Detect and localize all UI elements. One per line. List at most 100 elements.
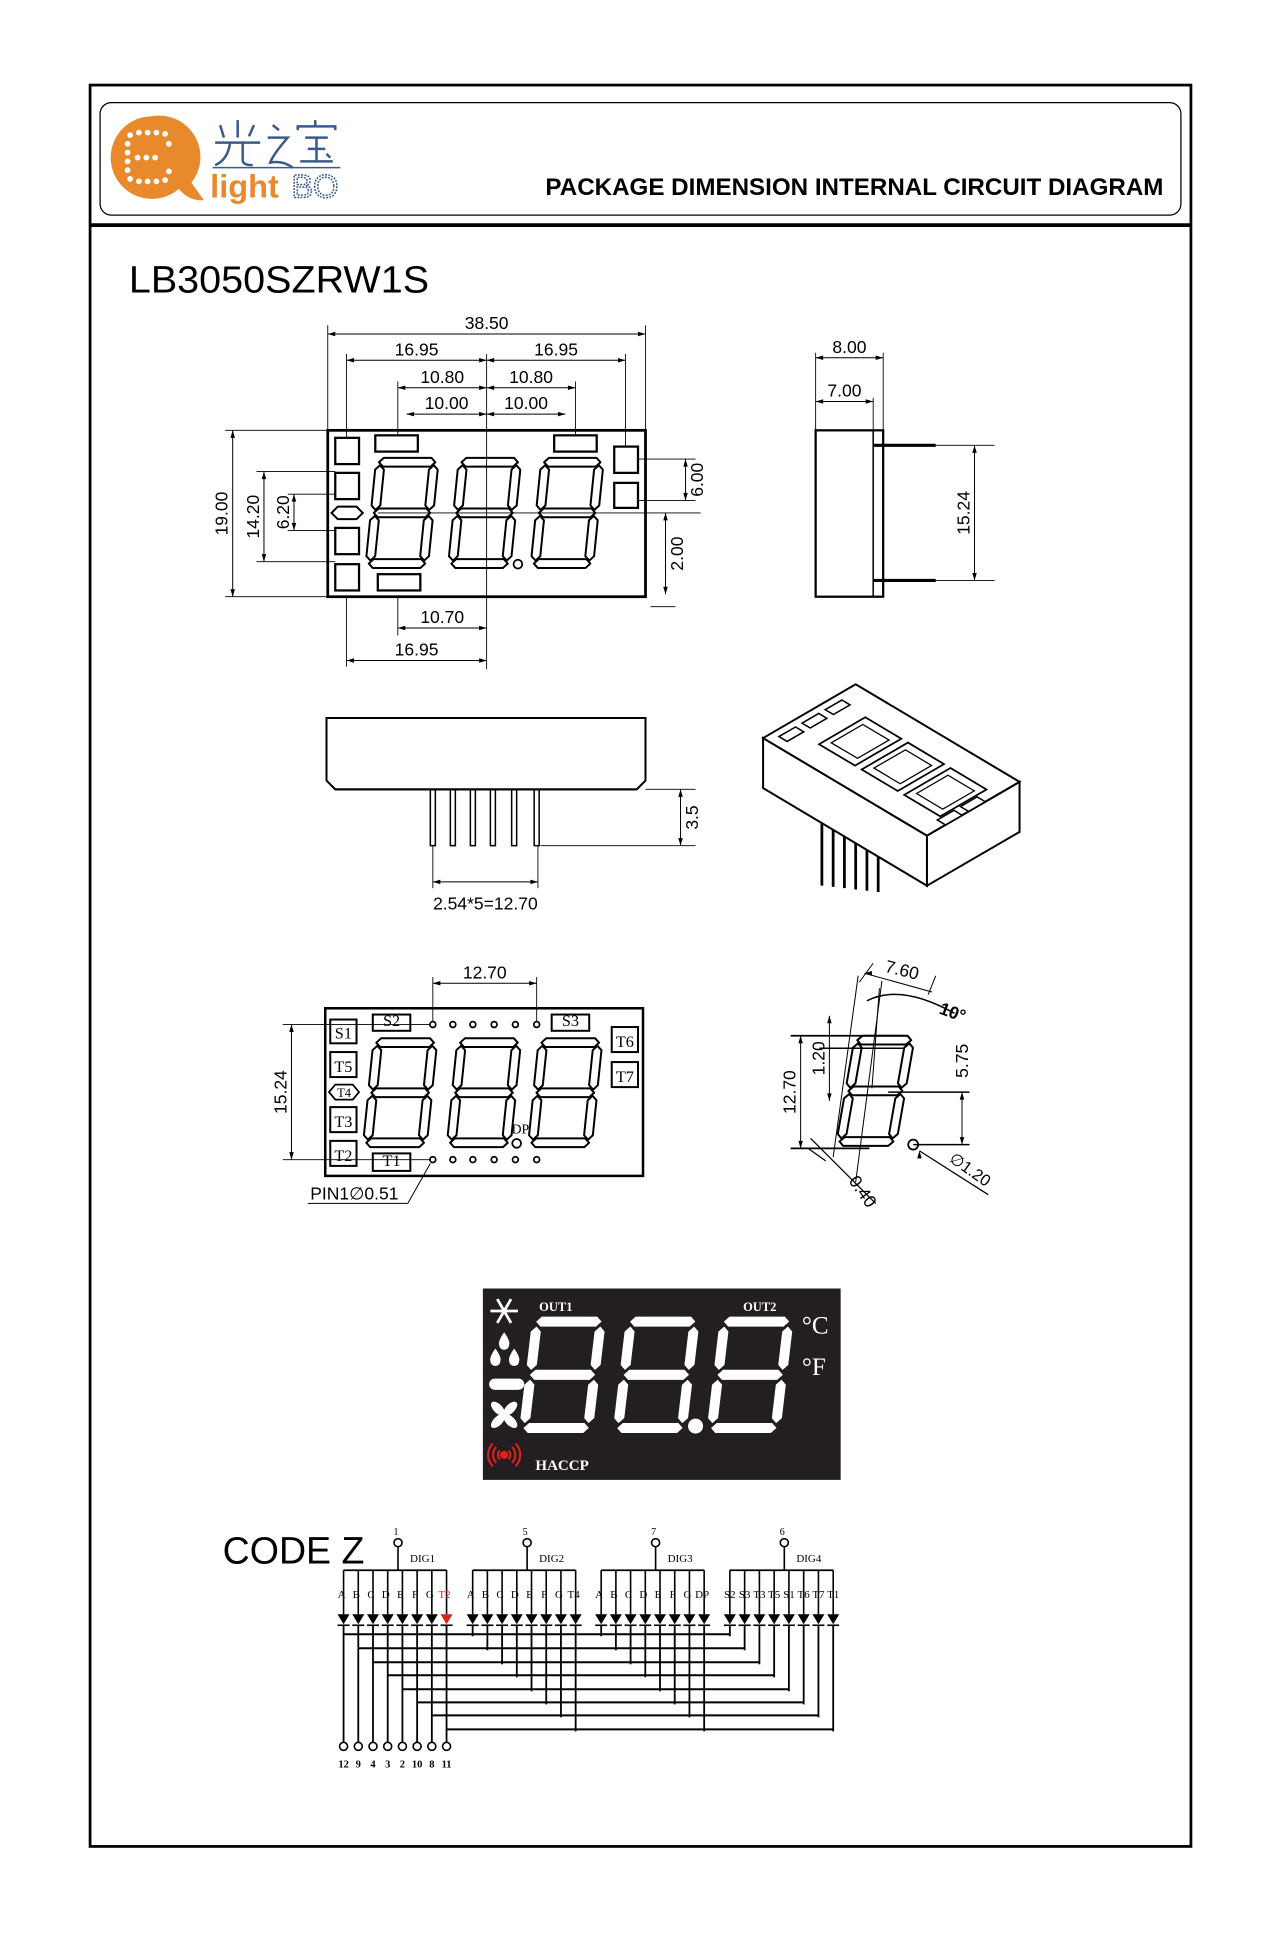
- lcd-digit-1: [519, 1315, 606, 1435]
- slant-line: [832, 975, 859, 1158]
- dimension-label: 12.70: [463, 962, 507, 982]
- dimension-line: [864, 972, 933, 993]
- segment-label: A: [338, 1589, 346, 1601]
- bottom-pin: [449, 788, 457, 847]
- segment-label: D: [382, 1589, 390, 1601]
- segment-d: [450, 558, 509, 569]
- segment-c: [582, 1377, 600, 1425]
- lcd-decimal-point: [688, 1418, 704, 1434]
- dimension-label: 15.24: [954, 491, 974, 535]
- diode-symbol: [481, 1614, 494, 1625]
- segment-a: [628, 1315, 698, 1328]
- segment-c: [583, 1094, 598, 1141]
- pin-hole: [449, 1155, 457, 1164]
- dimension-label: 16.95: [395, 339, 439, 359]
- arrowhead: [798, 1140, 803, 1149]
- dimension-label: 2.54*5=12.70: [433, 893, 538, 913]
- legend-box-t7: [610, 1061, 639, 1089]
- seven-segment-digit: [365, 456, 439, 569]
- segment-label: T5: [768, 1589, 781, 1601]
- icon-window: [334, 526, 361, 556]
- segment-label-t6: T6: [616, 1033, 634, 1051]
- segment-f: [367, 1044, 383, 1091]
- fan-icon: [490, 1401, 518, 1428]
- iso-icon-window: [823, 699, 852, 716]
- segment-pin-terminal: [338, 1741, 349, 1752]
- digit-label: DIG3: [668, 1553, 694, 1565]
- segment-e: [365, 514, 380, 562]
- diode-symbol: [812, 1614, 825, 1625]
- segment-pin-terminal: [397, 1741, 408, 1752]
- diode-symbol: [396, 1614, 409, 1625]
- diode-symbol: [654, 1614, 667, 1625]
- dimension-label: 38.50: [465, 313, 509, 333]
- circuit-title: CODE Z: [223, 1530, 365, 1572]
- segment-e: [528, 1094, 543, 1141]
- segment-f: [451, 1044, 467, 1091]
- dimension-label: 6.00: [687, 462, 707, 496]
- segment-b: [896, 1042, 914, 1089]
- dimension-label: 10.00: [425, 393, 469, 413]
- arrowhead: [663, 512, 668, 521]
- leader-line: [919, 1150, 989, 1196]
- diode-symbol: [768, 1614, 781, 1625]
- logo-light-text: light: [210, 169, 279, 205]
- arrowhead: [479, 358, 487, 363]
- dimension-label: 7.00: [827, 381, 861, 401]
- pin-layout-body: [324, 1007, 645, 1178]
- arrowhead: [432, 981, 441, 986]
- diode-symbol: [525, 1614, 538, 1625]
- diode-symbol: [595, 1614, 608, 1625]
- arrowhead: [678, 789, 683, 797]
- alarm-dot: [500, 1450, 509, 1460]
- arrowhead: [617, 358, 626, 363]
- common-pin-terminal: [650, 1537, 661, 1548]
- diode-symbol: [366, 1614, 379, 1625]
- bar-window: [374, 434, 419, 453]
- segment-g: [528, 1368, 597, 1382]
- arrowhead: [815, 399, 824, 404]
- segment-d: [838, 1136, 895, 1147]
- diode-symbol: [411, 1614, 424, 1625]
- lcd-digit-2: [612, 1315, 700, 1435]
- segment-label-t7: T7: [616, 1068, 634, 1086]
- segment-g: [847, 1085, 904, 1097]
- segment-label-t5: T5: [334, 1058, 352, 1076]
- dimension-label: 3.5: [682, 805, 702, 829]
- arrowhead: [432, 879, 441, 885]
- segment-label: T7: [812, 1589, 825, 1601]
- decimal-point: [512, 558, 524, 570]
- segment-label: T4: [568, 1589, 581, 1601]
- segment-b: [588, 1044, 603, 1091]
- pin-hole: [511, 1020, 520, 1029]
- arrowhead: [397, 625, 406, 631]
- seven-segment-digit: [362, 1037, 438, 1149]
- dimension-label: 14.20: [243, 494, 263, 538]
- legend-box-s3: [550, 1013, 591, 1032]
- diode-symbol: [797, 1614, 810, 1625]
- segment-pin-terminal: [368, 1741, 378, 1752]
- diode-symbol: [782, 1614, 795, 1625]
- arrowhead: [567, 385, 576, 391]
- model-number: LB3050SZRW1S: [129, 259, 429, 301]
- defrost-bar-icon: [489, 1378, 525, 1390]
- pin-hole: [469, 1155, 477, 1164]
- diode-symbol: [466, 1614, 479, 1625]
- diode-symbol: [698, 1614, 711, 1625]
- alarm-wave: [487, 1442, 494, 1467]
- common-pin-number: 5: [523, 1527, 528, 1538]
- snowflake-arm: [496, 1298, 513, 1324]
- arrowhead: [397, 385, 406, 391]
- segment-label-s3: S3: [562, 1012, 579, 1030]
- angle-arc: [866, 993, 955, 1014]
- common-pin-terminal: [779, 1537, 790, 1548]
- arrowhead: [530, 879, 538, 885]
- segment-pin-terminal: [441, 1741, 452, 1752]
- segment-d: [709, 1421, 779, 1435]
- arrowhead: [486, 358, 495, 363]
- isometric-view-drawing: [761, 683, 1022, 892]
- segment-b: [424, 464, 439, 511]
- segment-pin-terminal: [353, 1741, 364, 1752]
